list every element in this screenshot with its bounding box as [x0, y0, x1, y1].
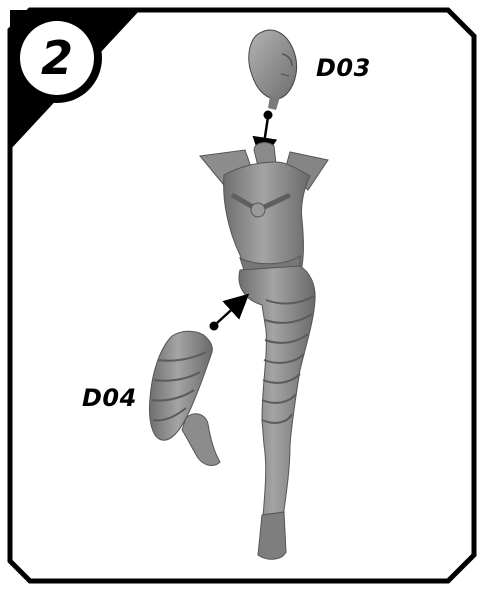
connector-arrow-d04 [210, 302, 241, 331]
standing-leg-part [239, 266, 315, 559]
part-label-d03: D03 [316, 54, 371, 82]
part-label-d04: D04 [82, 384, 137, 412]
step-number: 2 [26, 27, 88, 89]
head-part-d03 [249, 30, 297, 110]
lower-leg-part-d04 [150, 331, 221, 465]
torso-part [200, 143, 328, 288]
